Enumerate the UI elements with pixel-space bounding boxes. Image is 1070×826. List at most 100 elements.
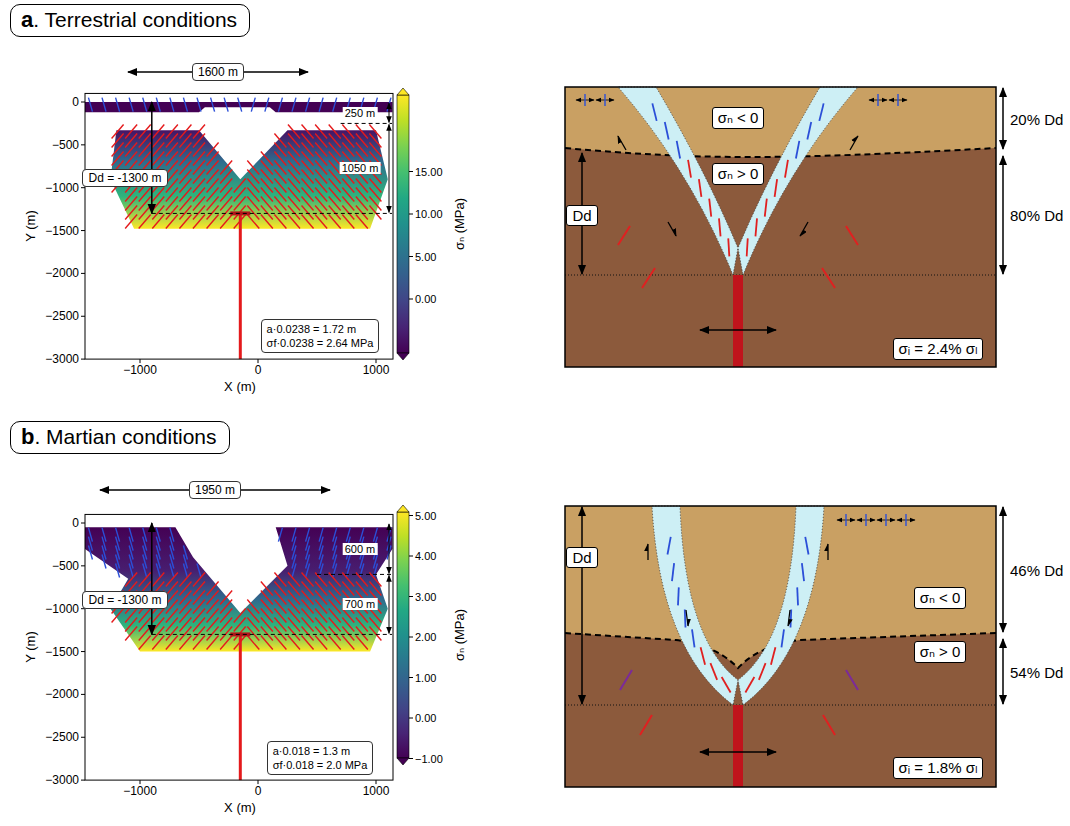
fracture-zone xyxy=(652,506,738,705)
colorbar-tick-label: 3.00 xyxy=(415,591,436,603)
stress-region: σₙ > 0 xyxy=(914,641,967,663)
node-text: σₙ > 0 xyxy=(718,165,759,182)
dimension-label: 1050 m xyxy=(340,162,381,174)
node-text: . Terrestrial conditions xyxy=(33,8,237,31)
node-text: 1600 m xyxy=(198,65,238,79)
depth-label: Dd = -1300 m xyxy=(82,591,167,609)
axis-tick-label: −3000 xyxy=(45,773,79,787)
axis-tick-label: −2000 xyxy=(45,266,79,280)
dimension-arrow xyxy=(389,103,390,122)
dike xyxy=(239,634,242,780)
parameter-box: a·0.0238 = 1.72 mσf·0.0238 = 2.64 MPa xyxy=(261,319,380,353)
axes-frame xyxy=(85,93,393,359)
depth-fraction: 54% Dd xyxy=(1010,663,1063,680)
axis-tick-label: −1500 xyxy=(45,224,79,238)
node-text: σf·0.018 = 2.0 MPa xyxy=(273,758,368,772)
colorbar-tick-label: 15.00 xyxy=(415,166,443,178)
dimension-label: 250 m xyxy=(343,107,378,119)
dike xyxy=(239,213,242,359)
stress-region: σₙ < 0 xyxy=(712,107,765,129)
axis-tick-label: −1000 xyxy=(45,181,79,195)
panel-title: b. Martian conditions xyxy=(10,421,230,454)
dike xyxy=(733,275,743,367)
axis-tick-label: −2500 xyxy=(45,730,79,744)
dimension-label: 700 m xyxy=(343,598,378,610)
dimension-label: 1600 m xyxy=(192,63,244,81)
stress-field xyxy=(85,527,393,651)
axis-title: Y (m) xyxy=(23,631,38,663)
slip-arrow xyxy=(618,136,626,150)
stress-region: σₙ > 0 xyxy=(712,163,765,185)
colorbar-tick-label: −1.00 xyxy=(415,753,443,765)
slip-arrow xyxy=(668,222,676,236)
colorbar-tick-label: 1.00 xyxy=(415,672,436,684)
axis-tick-label: −500 xyxy=(52,559,79,573)
colorbar-tick-label: 5.00 xyxy=(415,251,436,263)
axis-tick-label: −1000 xyxy=(123,784,157,798)
node-text: σₙ < 0 xyxy=(718,109,759,126)
node-text: Dd xyxy=(572,207,591,224)
node-text: a·0.018 = 1.3 m xyxy=(273,744,368,758)
axis-title: Y (m) xyxy=(23,210,38,242)
node-text: σf·0.0238 = 2.64 MPa xyxy=(267,336,374,350)
slip-arrow xyxy=(800,222,808,236)
axis-title: X (m) xyxy=(224,379,256,394)
node-text: . Martian conditions xyxy=(34,425,216,448)
slip-arrow xyxy=(850,136,858,150)
axis-tick-label: 0 xyxy=(255,784,262,798)
axis-tick-label: −1000 xyxy=(45,602,79,616)
axis-tick-label: 0 xyxy=(72,516,79,530)
colorbar-tick-label: 10.00 xyxy=(415,208,443,220)
colorbar xyxy=(397,512,409,758)
colorbar xyxy=(397,95,409,353)
dimension-arrow xyxy=(581,507,583,704)
node-text: a·0.0238 = 1.72 m xyxy=(267,322,374,336)
depth-label: Dd xyxy=(566,205,597,226)
dimension-arrow xyxy=(151,102,153,213)
node-text: σᵢ = 2.4% σₗ xyxy=(899,340,978,357)
dimension-arrow xyxy=(389,575,390,633)
axis-tick-label: −500 xyxy=(52,138,79,152)
depth-fraction: 80% Dd xyxy=(1010,207,1063,224)
dimension-label: 1950 m xyxy=(189,481,241,499)
slip-arrow xyxy=(827,544,828,560)
depth-fraction: 20% Dd xyxy=(1010,110,1063,127)
schematic-section xyxy=(565,87,996,367)
dimension-arrow xyxy=(1002,88,1004,149)
colorbar-tick-label: 2.00 xyxy=(415,631,436,643)
dike xyxy=(733,705,743,787)
dimension-arrow xyxy=(700,329,776,331)
dimension-arrow xyxy=(151,523,153,634)
dimension-arrow xyxy=(389,124,390,212)
axis-tick-label: 0 xyxy=(255,363,262,377)
depth-label: Dd xyxy=(566,547,597,568)
node-text: Dd = -1300 m xyxy=(88,593,161,607)
node-text: b xyxy=(21,424,34,449)
colorbar-tick-label: 0.00 xyxy=(415,293,436,305)
slip-arrow xyxy=(686,610,688,626)
axis-title: X (m) xyxy=(224,800,256,815)
schematic-section xyxy=(565,506,996,787)
axis-tick-label: 1000 xyxy=(363,363,390,377)
axis-tick-label: 0 xyxy=(72,95,79,109)
stress-note: σᵢ = 2.4% σₗ xyxy=(893,338,984,360)
dimension-arrow xyxy=(389,524,390,573)
axis-tick-label: −3000 xyxy=(45,352,79,366)
colorbar-title: σₙ (MPa) xyxy=(452,198,467,250)
colorbar-tick-label: 5.00 xyxy=(415,510,436,522)
colorbar-tick-label: 0.00 xyxy=(415,712,436,724)
node-text: 1950 m xyxy=(195,483,235,497)
axis-tick-label: −2000 xyxy=(45,687,79,701)
node-text: σᵢ = 1.8% σₗ xyxy=(899,759,978,776)
stress-region: σₙ < 0 xyxy=(914,587,967,609)
dimension-arrow xyxy=(1002,507,1004,632)
node-text: σₙ < 0 xyxy=(920,589,961,606)
fracture-zone xyxy=(738,506,824,705)
axis-tick-label: 1000 xyxy=(363,784,390,798)
node-text: Dd xyxy=(572,549,591,566)
dimension-arrow xyxy=(1002,639,1004,704)
node-text: a xyxy=(21,7,33,32)
parameter-box: a·0.018 = 1.3 mσf·0.018 = 2.0 MPa xyxy=(267,741,374,775)
axis-tick-label: −2500 xyxy=(45,309,79,323)
